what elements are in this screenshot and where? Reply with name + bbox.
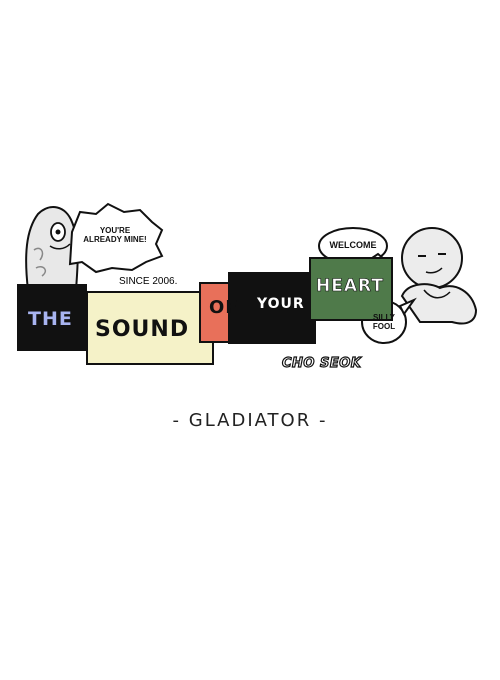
title-box-heart [309, 257, 393, 321]
speech-welcome-text: WELCOME [329, 240, 377, 250]
title-box-your [228, 272, 316, 344]
title-the: THE [28, 308, 73, 330]
title-box-sound [86, 291, 214, 365]
speech-silly-fool-text: SILLY FOOL [372, 313, 396, 331]
title-sound: SOUND [95, 317, 190, 342]
title-of: OF [209, 297, 239, 318]
title-box-the [17, 284, 87, 351]
chapter-title: - GLADIATOR - [172, 410, 328, 431]
speech-left-text: YOU'RE ALREADY MINE! [83, 226, 147, 244]
speech-bubble-left [68, 202, 164, 274]
right-character [400, 227, 478, 325]
left-character [25, 206, 79, 291]
since-label: SINCE 2006. [119, 276, 178, 287]
author-name: CHO SEOK [281, 355, 362, 371]
title-heart: HEART [316, 276, 384, 297]
title-your: YOUR [257, 296, 305, 312]
